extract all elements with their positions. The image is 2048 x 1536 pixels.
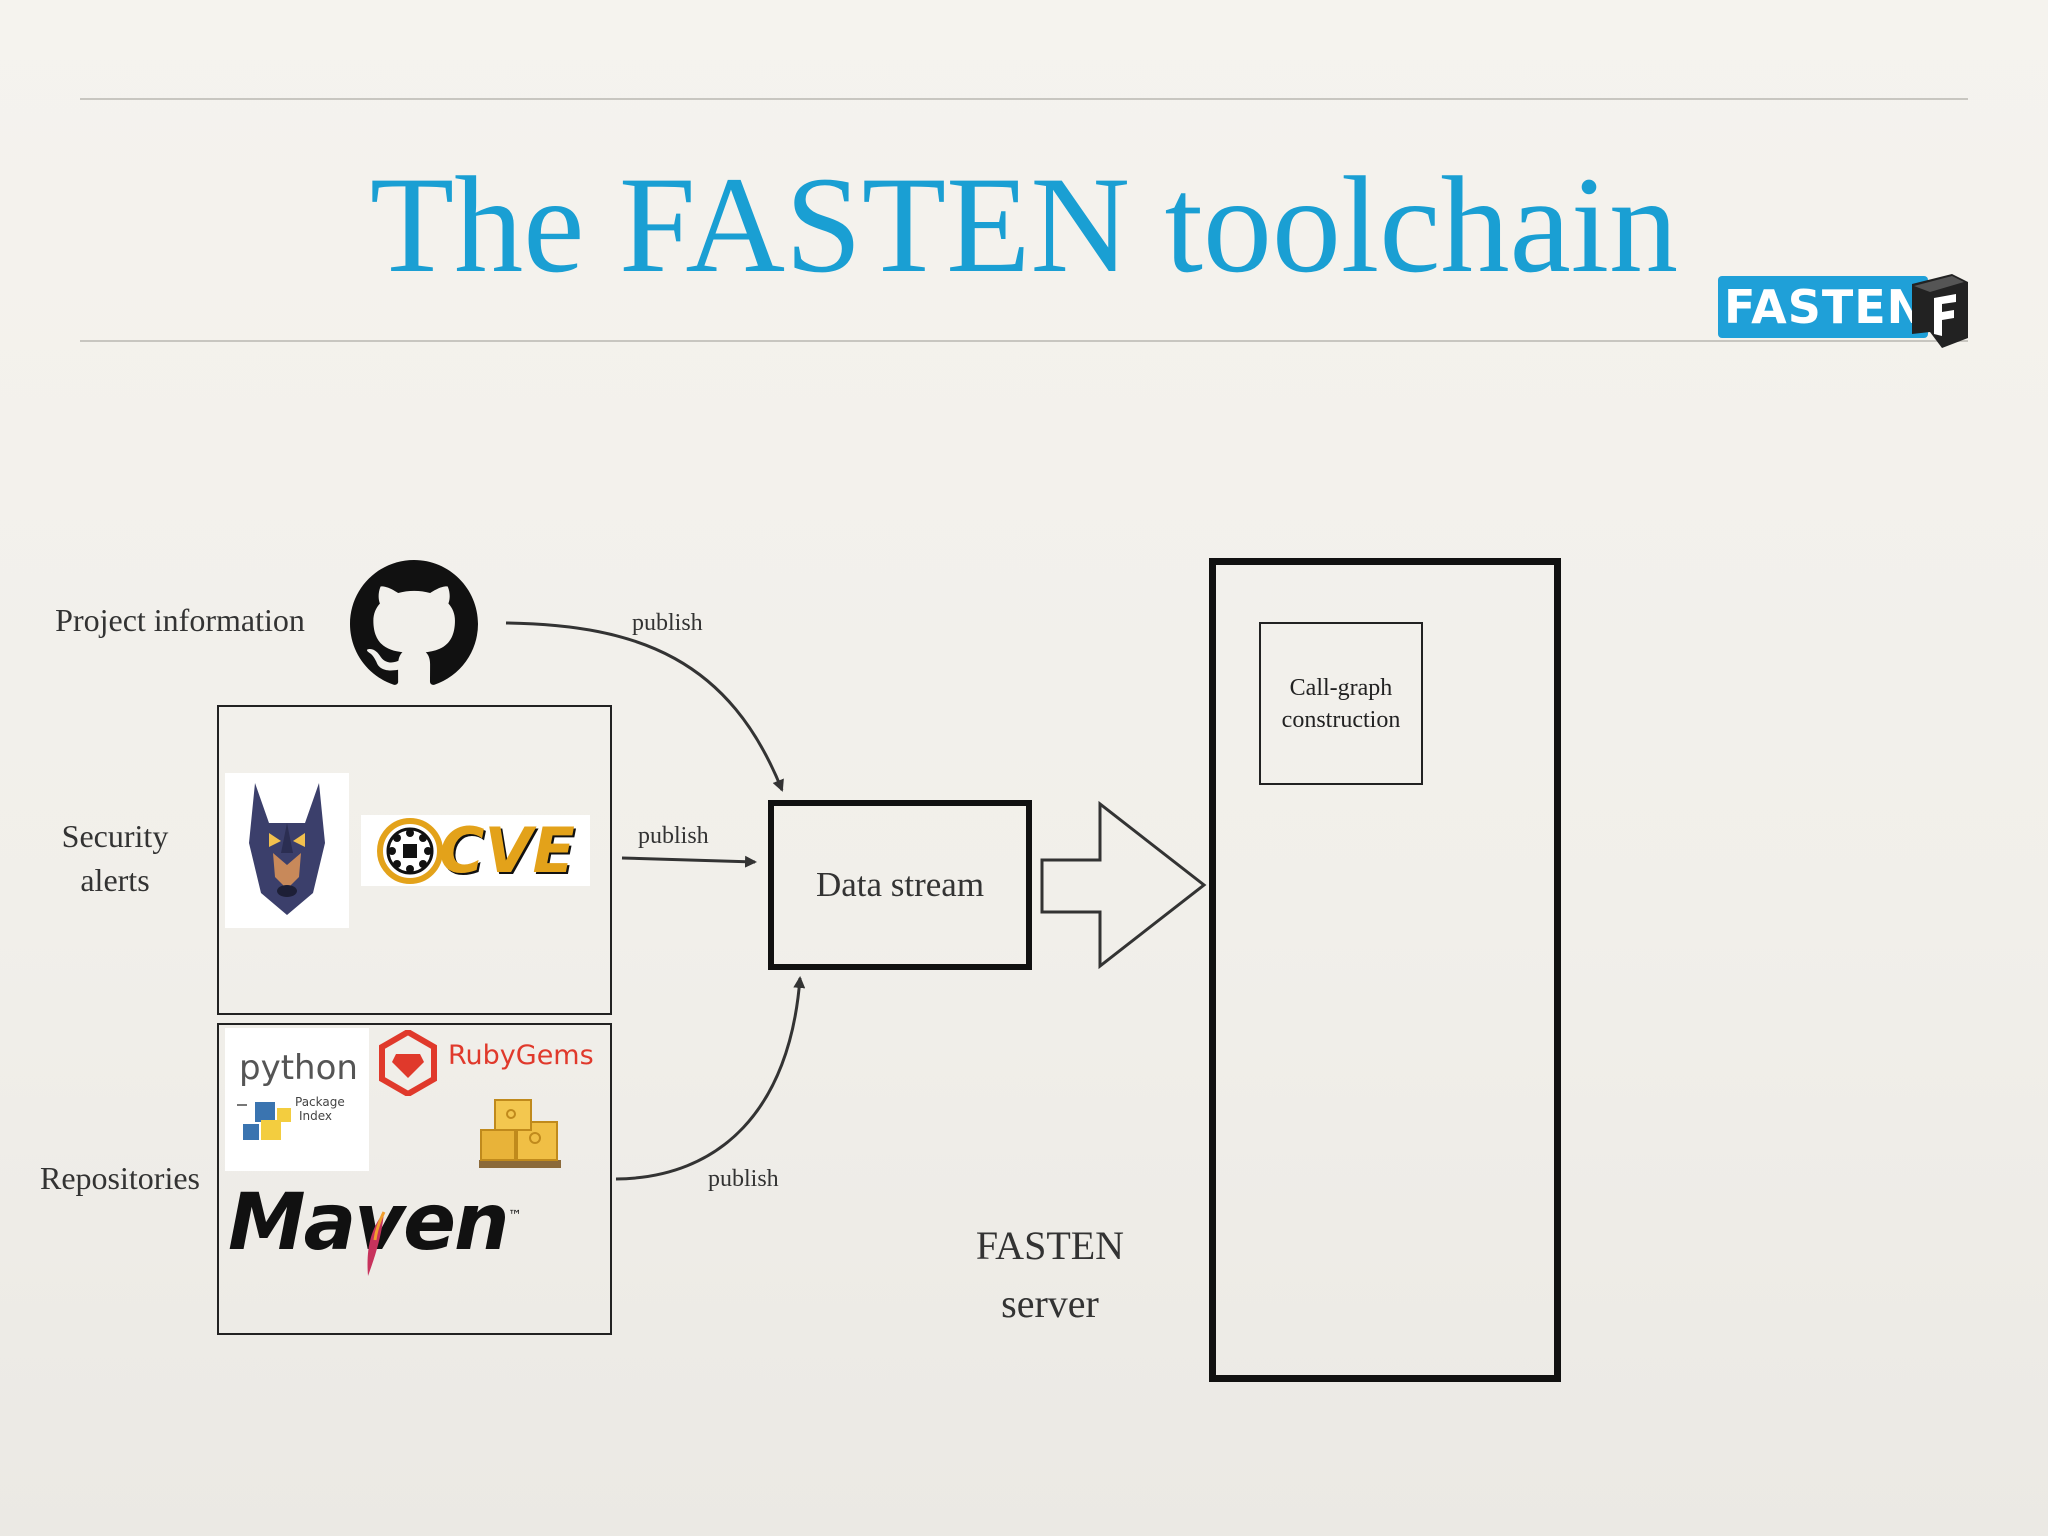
fasten-f-icon <box>1912 274 1968 348</box>
publish-arrow-middle <box>621 855 757 868</box>
top-rule <box>80 98 1968 100</box>
publish-label-middle: publish <box>638 823 709 849</box>
project-information-label: Project information <box>55 602 305 638</box>
python-cubes-icon <box>237 1102 291 1140</box>
maven-trademark: ™ <box>508 1208 522 1224</box>
security-alerts-label-line2: alerts <box>80 862 150 898</box>
fasten-brand-logo: FASTEN <box>1718 272 1973 348</box>
stream-to-server-arrow <box>1040 800 1207 970</box>
fasten-server-box <box>1209 558 1561 1382</box>
repositories-box <box>217 1023 612 1335</box>
security-alerts-label-line1: Security <box>61 818 169 854</box>
cve-logo-text: CVE <box>439 814 575 887</box>
call-graph-label-line2: construction <box>1281 706 1401 733</box>
title-underline-rule <box>80 340 1968 342</box>
fasten-server-label-line1: FASTEN <box>975 1223 1125 1268</box>
security-dog-logo-tile <box>225 773 349 928</box>
apache-feather-icon <box>367 1211 386 1276</box>
fasten-logo-text: FASTEN <box>1724 280 1927 334</box>
fasten-server-label-line2: server <box>1001 1281 1099 1326</box>
publish-arrow-bottom <box>615 976 806 1181</box>
slide-title: The FASTEN toolchain <box>369 148 1679 301</box>
pypi-package-text: Package <box>295 1095 345 1109</box>
pypi-index-text: Index <box>299 1109 333 1123</box>
pypi-logo-tile: python Package Index <box>225 1028 369 1171</box>
call-graph-construction-box: Call-graph construction <box>1259 622 1423 785</box>
cve-reel-icon <box>377 818 443 884</box>
fasten-logo-badge <box>1718 276 1928 338</box>
cve-logo-tile: CVE <box>361 815 590 886</box>
publish-label-bottom: publish <box>708 1166 779 1192</box>
rubygems-icon <box>379 1030 437 1096</box>
data-stream-box: Data stream <box>768 800 1032 970</box>
github-octocat-icon <box>350 560 478 685</box>
publish-label-top: publish <box>632 610 703 636</box>
security-alerts-box <box>217 705 612 1015</box>
call-graph-label-line1: Call-graph <box>1289 674 1393 701</box>
packages-boxes-icon <box>479 1099 561 1168</box>
rubygems-text: RubyGems <box>448 1040 594 1071</box>
repositories-label: Repositories <box>40 1160 200 1196</box>
data-stream-label: Data stream <box>815 865 985 904</box>
publish-arrow-top <box>505 621 784 792</box>
pypi-python-text: python <box>239 1048 358 1088</box>
doberman-icon <box>249 783 325 915</box>
